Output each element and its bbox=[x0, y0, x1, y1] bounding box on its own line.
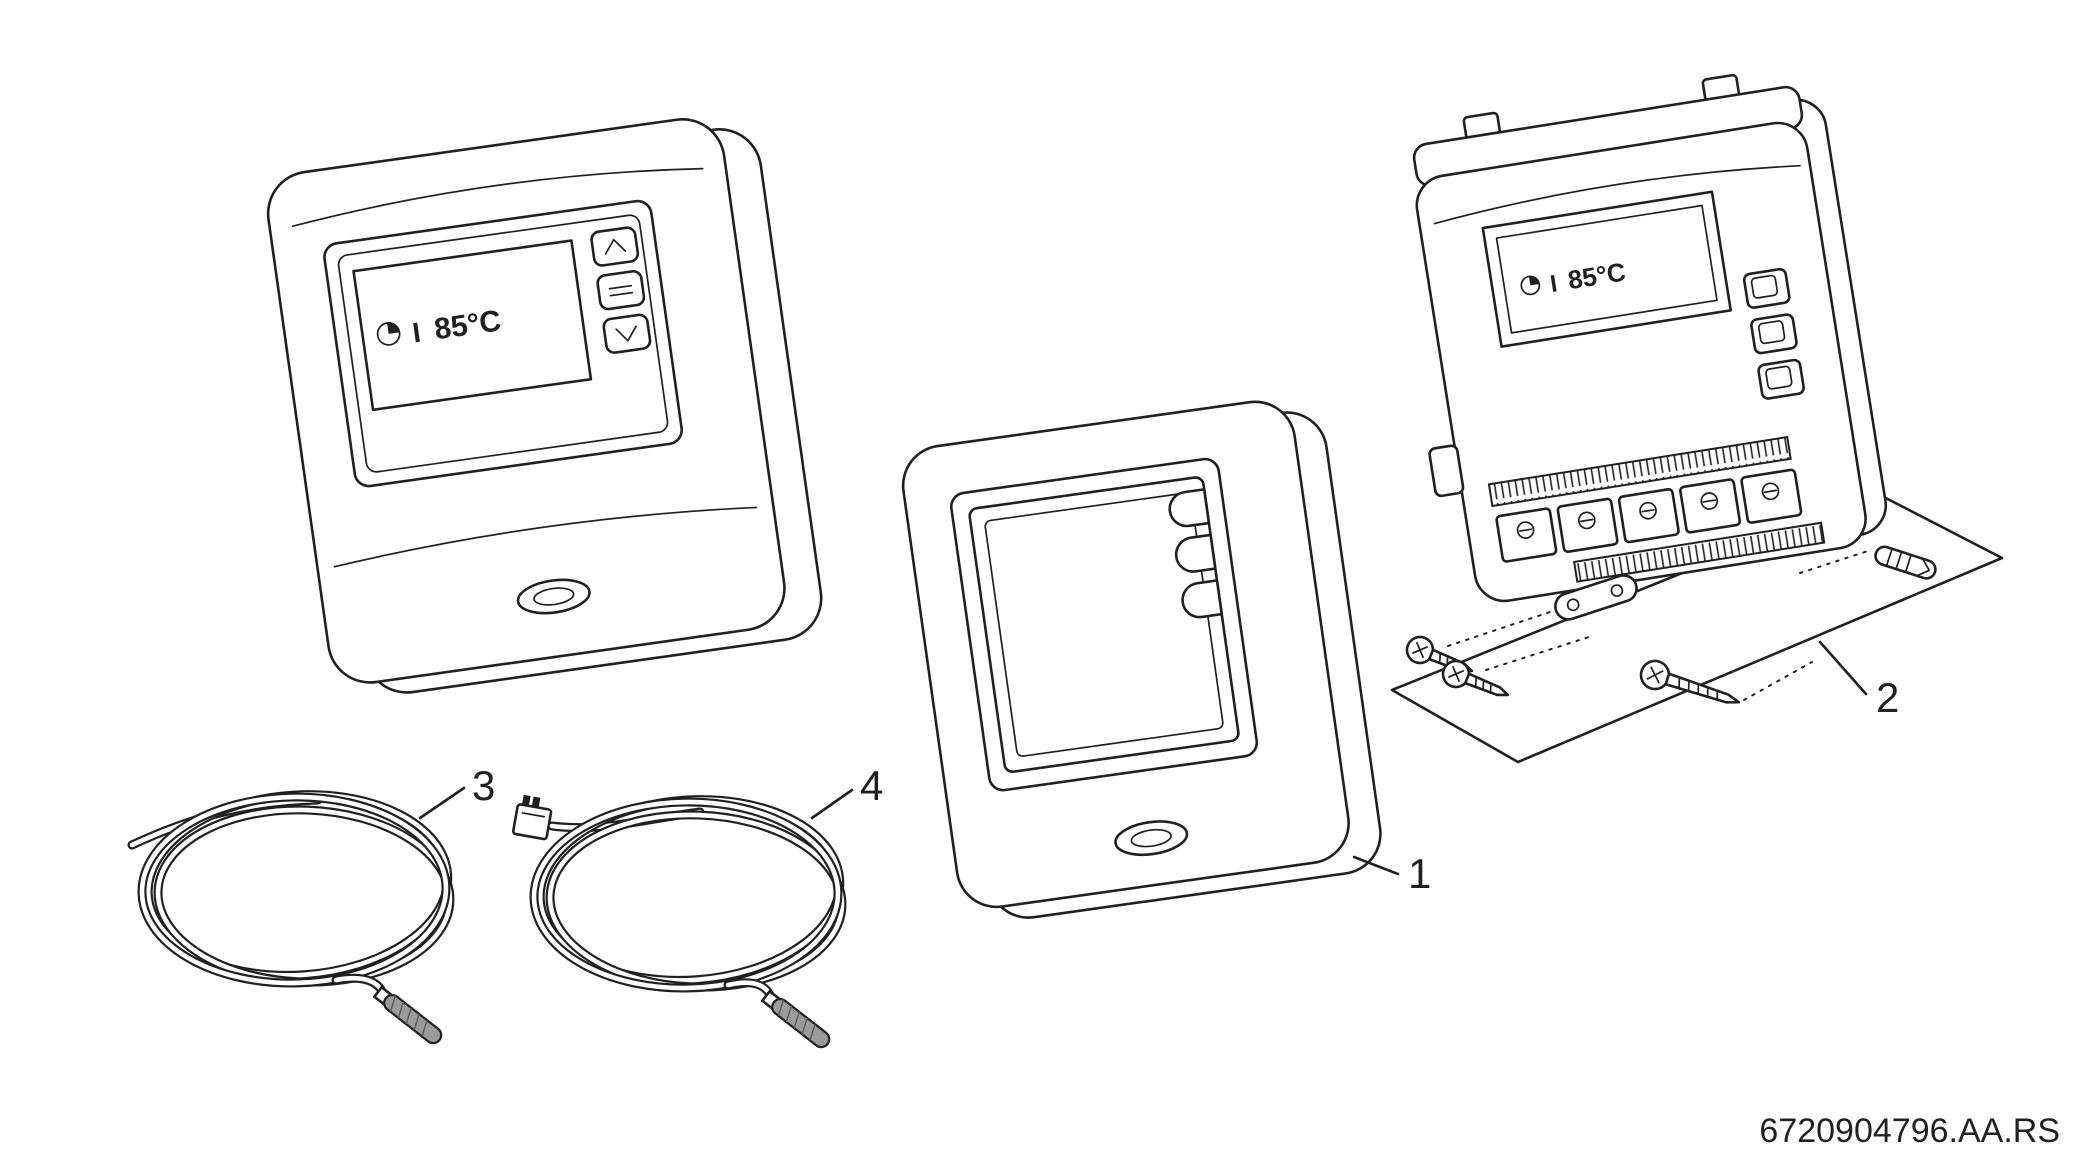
terminal-block bbox=[1617, 487, 1680, 544]
button-up[interactable] bbox=[1742, 267, 1791, 309]
terminal-block bbox=[1556, 497, 1619, 554]
screw-long bbox=[1639, 659, 1740, 704]
callout-3-label: 3 bbox=[472, 762, 495, 809]
terminal-block bbox=[1740, 468, 1803, 524]
phillips-cross-icon bbox=[1447, 665, 1465, 683]
arrow-down-icon bbox=[615, 325, 637, 342]
button-down[interactable] bbox=[1757, 358, 1805, 400]
connector-plug bbox=[511, 794, 553, 841]
lcd-window bbox=[352, 239, 593, 412]
assembly-guide-dotted-3 bbox=[1743, 661, 1813, 701]
brand-logo-oval bbox=[1114, 820, 1189, 857]
side-clip bbox=[1428, 444, 1465, 498]
sensor-cable-b bbox=[511, 794, 847, 1049]
callout-4-label: 4 bbox=[860, 762, 883, 809]
cover-window-opening bbox=[949, 457, 1259, 792]
button-set[interactable] bbox=[596, 270, 646, 311]
brand-logo-oval bbox=[516, 578, 591, 615]
phillips-cross-icon bbox=[1411, 641, 1429, 659]
body-top-seam bbox=[1433, 164, 1801, 225]
button-set[interactable] bbox=[1750, 313, 1798, 355]
sensor-probe-tip bbox=[761, 989, 831, 1049]
controller-base-unit: I 85°C bbox=[1412, 73, 1888, 603]
callout-2-leader bbox=[1818, 640, 1868, 696]
arrow-up-icon bbox=[604, 238, 627, 255]
sensor-cable-a bbox=[127, 790, 455, 1045]
callout-4-leader bbox=[810, 788, 854, 820]
front-cover bbox=[901, 400, 1382, 919]
cover-button-scallops bbox=[1168, 488, 1224, 619]
lcd-display: I 85°C bbox=[352, 239, 593, 412]
terminal-compartment bbox=[1487, 435, 1826, 583]
terminal-block bbox=[1679, 478, 1742, 534]
burner-status-icon bbox=[1520, 275, 1541, 296]
callout-1-label: 1 bbox=[1408, 850, 1431, 897]
document-code: 6720904796.AA.RS bbox=[1759, 1112, 2060, 1150]
assembly-guide-dotted-4 bbox=[1799, 550, 1869, 574]
burner-status-icon bbox=[376, 322, 401, 346]
wall-anchor bbox=[1874, 545, 1937, 580]
face-top-seam bbox=[291, 167, 704, 228]
lcd-bar-segment: I bbox=[1548, 270, 1559, 298]
callout-3-leader bbox=[418, 786, 466, 820]
screw-short-2 bbox=[1441, 659, 1510, 697]
connector-hatch-strip-upper bbox=[1487, 435, 1792, 508]
callout-1-leader bbox=[1352, 855, 1400, 876]
thermostat-assembled: I 85°C bbox=[266, 118, 823, 694]
lcd-display: I 85°C bbox=[1481, 190, 1733, 348]
callout-2-label: 2 bbox=[1876, 674, 1899, 721]
button-down[interactable] bbox=[602, 313, 652, 354]
terminal-block bbox=[1495, 507, 1558, 563]
connector-hatch-strip-lower bbox=[1573, 521, 1826, 583]
face-lower-seam bbox=[333, 506, 758, 568]
sensor-probe-tip bbox=[373, 985, 443, 1045]
button-up[interactable] bbox=[590, 226, 640, 267]
set-mark-icon bbox=[608, 284, 634, 297]
assembly-guide-dotted-2 bbox=[1485, 635, 1593, 671]
mounting-clip bbox=[1554, 574, 1638, 621]
phillips-cross-icon bbox=[1646, 666, 1664, 684]
